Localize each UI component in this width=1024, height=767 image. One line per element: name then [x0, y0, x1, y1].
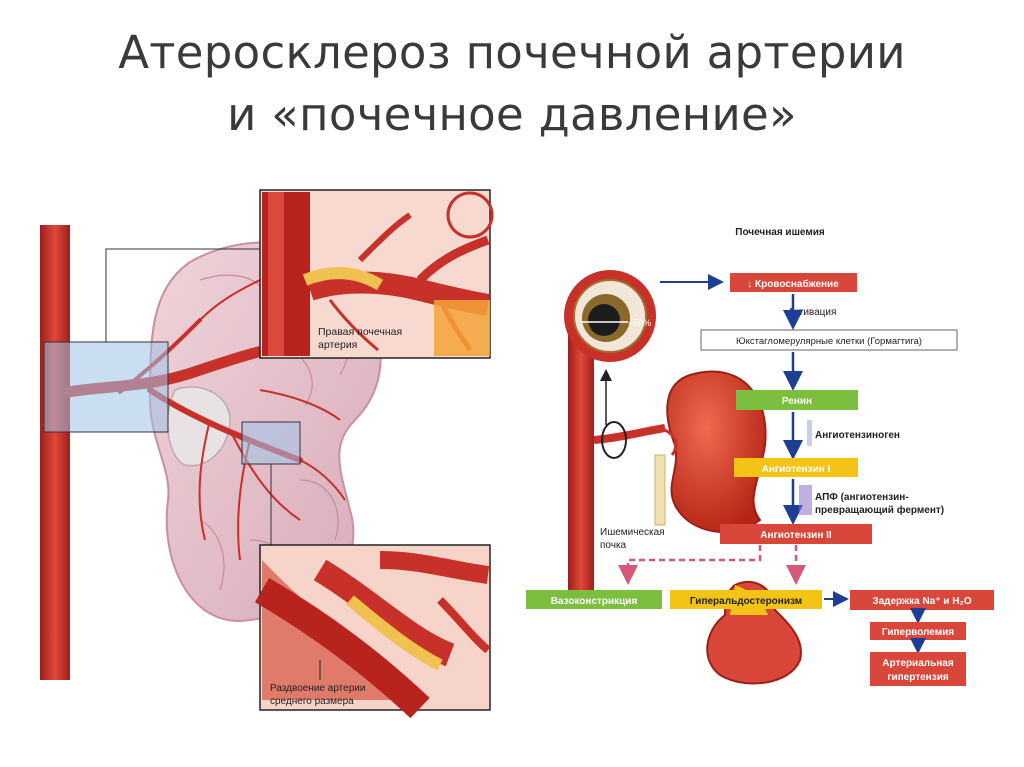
- angiotensinogen-text: Ангиотензиноген: [815, 430, 900, 441]
- box-jg-cells-text: Юкстагломерулярные клетки (Гормагтига): [736, 336, 922, 347]
- box-angiotensin1: [734, 458, 858, 477]
- ace-text-1: АПФ (ангиотензин-: [815, 492, 909, 503]
- ace-text-2: превращающий фермент): [815, 504, 944, 516]
- activation-label: Активация: [788, 307, 837, 318]
- box-angiotensin1-text: Ангиотензин I: [762, 464, 831, 475]
- inset-top-label-1: Правая почечная: [318, 326, 402, 338]
- box-hyperaldosteronism-text: Гиперальдостеронизм: [690, 596, 802, 607]
- inset-top-label-2: артерия: [318, 339, 357, 351]
- stenosis-cross-section: ~50%: [564, 270, 656, 362]
- box-hypervolemia: [870, 622, 966, 640]
- box-blood-flow: [730, 273, 857, 292]
- box-vasoconstriction: [526, 590, 662, 609]
- stenosis-label: ~50%: [628, 318, 651, 328]
- ischemic-kidney-label-2: почка: [600, 540, 627, 551]
- box-renin-text: Ренин: [782, 396, 812, 407]
- box-angiotensin2-text: Ангиотензин II: [760, 530, 832, 541]
- box-hypertension: [870, 652, 966, 686]
- flow-header: Почечная ишемия: [735, 227, 825, 238]
- inset-bottom-label-1: Раздвоение артерии: [270, 683, 365, 694]
- left-illustration: Правая почечная артерия Раздвоение артер…: [40, 189, 494, 719]
- inset-top: Правая почечная артерия: [259, 189, 494, 359]
- box-renin: [736, 390, 858, 410]
- box-blood-flow-text: ↓ Кровоснабжение: [747, 278, 839, 290]
- box-jg-cells: [700, 329, 958, 351]
- box-hyperaldosteronism: [670, 590, 822, 609]
- right-flowchart: Почечная ишемия ~50% Ишемическая почка ↓…: [526, 227, 994, 686]
- highlight-renal-artery: [43, 341, 169, 433]
- box-retention: [850, 590, 994, 610]
- box-hypertension-text-1: Артериальная: [882, 658, 954, 669]
- box-angiotensin2: [720, 524, 872, 544]
- title-line-1: Атеросклероз почечной артерии: [118, 26, 906, 79]
- ischemic-kidney-label-1: Ишемическая: [600, 527, 665, 538]
- title-line-2: и «почечное давление»: [227, 88, 797, 141]
- page-title: Атеросклероз почечной артерии и «почечно…: [0, 22, 1024, 146]
- box-hypervolemia-text: Гиперволемия: [882, 627, 954, 638]
- aorta: [40, 225, 70, 680]
- highlight-branch: [241, 421, 301, 465]
- inset-bottom: Раздвоение артерии среднего размера: [254, 544, 491, 719]
- box-retention-text: Задержка Na⁺ и H₂O: [872, 596, 972, 607]
- box-vasoconstriction-text: Вазоконстрикция: [551, 596, 638, 607]
- box-hypertension-text-2: гипертензия: [887, 672, 949, 683]
- inset-bottom-label-2: среднего размера: [270, 696, 354, 707]
